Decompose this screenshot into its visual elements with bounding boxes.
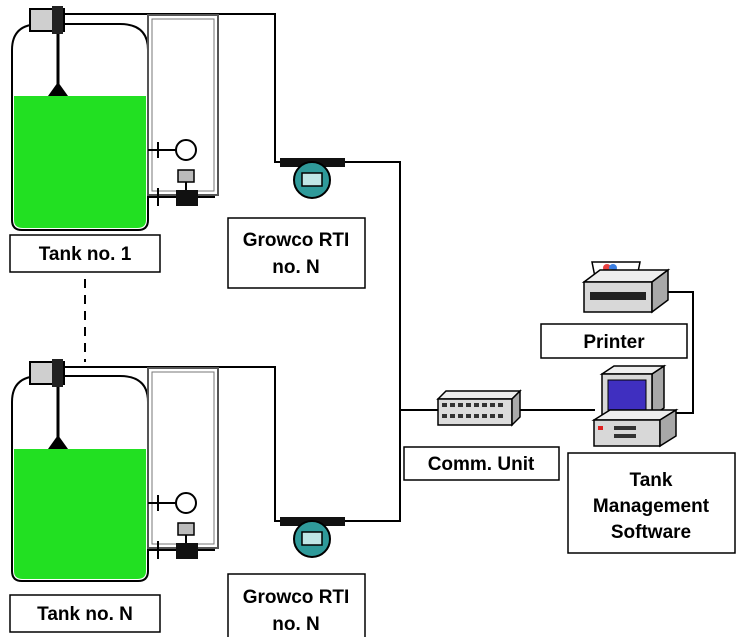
tank-n-valve-icon <box>176 543 198 559</box>
computer-drive-1 <box>614 426 636 430</box>
computer-case-front <box>593 419 661 447</box>
cable-rti2-comm <box>345 410 401 522</box>
label-rti-2: Growco RTI no. N <box>227 573 366 637</box>
label-rti-1: Growco RTI no. N <box>227 217 366 289</box>
cable-printer-computer <box>668 291 694 414</box>
tank-1-liquid <box>14 96 146 228</box>
label-software-line-2: Management <box>593 496 710 517</box>
tank-n <box>11 359 219 582</box>
rti-1-display <box>301 172 323 187</box>
label-tank-n-box <box>9 594 161 633</box>
computer-case-side <box>659 408 677 448</box>
computer-drive-2 <box>614 434 636 438</box>
printer-side <box>651 268 669 314</box>
label-software: Tank Management Software <box>567 452 736 554</box>
comm-unit-icon <box>436 389 522 427</box>
label-printer-text: Printer <box>583 332 645 353</box>
label-tank-1-text: Tank no. 1 <box>39 244 132 265</box>
monitor-screen <box>607 379 647 411</box>
comm-unit-ports <box>442 403 503 418</box>
tank-n-float <box>48 435 68 449</box>
label-software-line-1: Tank <box>630 470 673 491</box>
comm-unit-top <box>436 390 522 400</box>
computer-icon <box>591 364 679 448</box>
label-software-line-3: Software <box>611 522 691 543</box>
label-rti-1-box <box>227 217 366 289</box>
cable-rti1-comm <box>345 161 401 410</box>
tank-1-pressure-gauge-icon <box>175 139 197 161</box>
comm-unit-front <box>437 398 513 426</box>
label-software-box <box>567 452 736 554</box>
label-rti-1-line-2: no. N <box>272 257 320 278</box>
label-printer: Printer <box>540 323 688 359</box>
tank-n-valve-actuator <box>177 522 195 536</box>
tank-n-pipe-inner <box>151 371 215 545</box>
tank-n-liquid <box>14 449 146 579</box>
rti-transmitter-1 <box>280 158 345 199</box>
tank-1-pipe-inner <box>151 18 215 192</box>
label-rti-2-line-1: Growco RTI <box>243 587 350 608</box>
monitor-top <box>599 365 667 375</box>
tank-n-pipe <box>147 367 219 549</box>
tank-1-float <box>48 82 68 96</box>
tank-n-pressure-gauge-icon <box>175 492 197 514</box>
tank-1-valve-actuator <box>177 169 195 183</box>
tank-1-pipe <box>147 14 219 196</box>
label-comm-unit-text: Comm. Unit <box>428 454 535 475</box>
label-rti-1-line-1: Growco RTI <box>243 230 350 251</box>
printer-icon <box>581 261 671 314</box>
label-tank-1: Tank no. 1 <box>9 234 161 273</box>
tank-n-gauge-cap <box>52 359 63 387</box>
label-tank-1-box <box>9 234 161 273</box>
label-comm-unit: Comm. Unit <box>403 446 560 481</box>
tank-1 <box>11 6 219 231</box>
label-rti-2-box <box>227 573 366 637</box>
label-tank-n-text: Tank no. N <box>37 604 133 625</box>
tank-1-valve-icon <box>176 190 198 206</box>
comm-unit-side <box>511 389 521 427</box>
computer-power-light <box>598 426 603 430</box>
rti-transmitter-2 <box>280 517 345 558</box>
rti-2-display <box>301 531 323 546</box>
label-rti-2-line-2: no. N <box>272 614 320 635</box>
label-printer-box <box>540 323 688 359</box>
label-comm-unit-box <box>403 446 560 481</box>
tank-1-gauge-cap <box>52 6 63 34</box>
printer-slot <box>590 292 646 300</box>
label-tank-n: Tank no. N <box>9 594 161 633</box>
